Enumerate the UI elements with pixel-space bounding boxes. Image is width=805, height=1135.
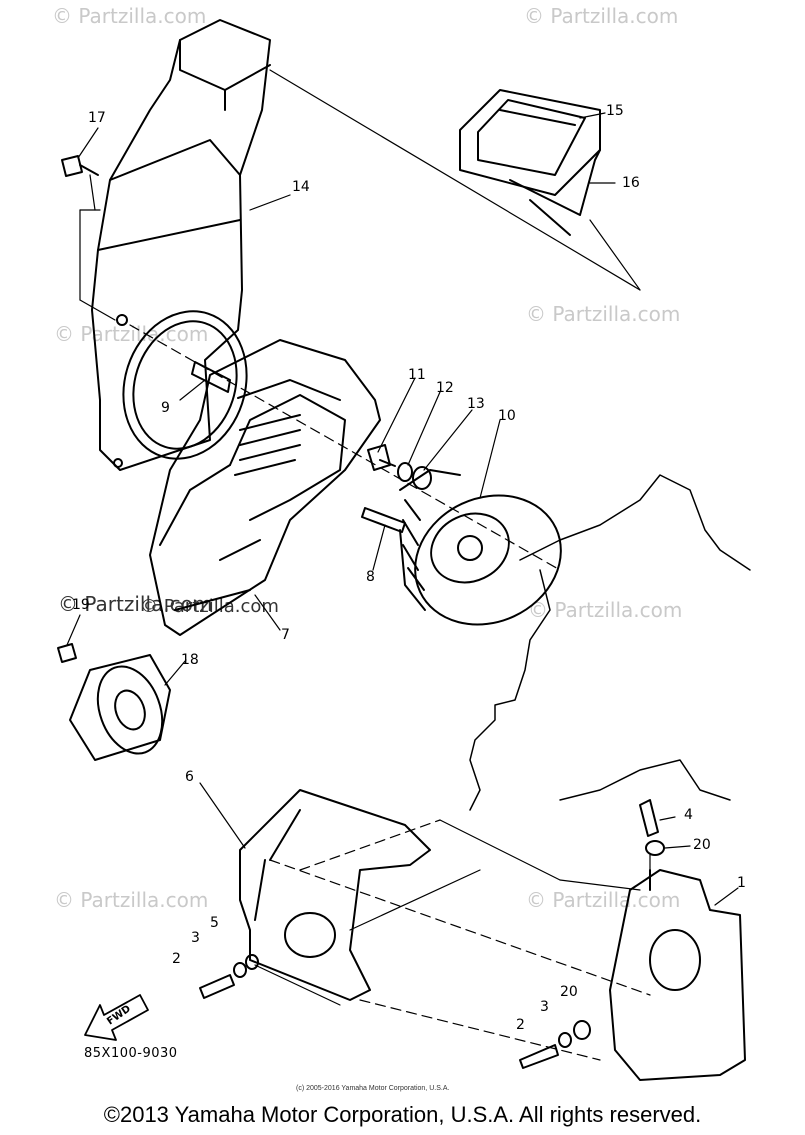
callout-19: 19 [72,597,90,613]
callout-18: 18 [181,652,199,668]
watermark: © Partzilla.com [52,4,207,28]
assembly-lines [79,69,651,1061]
callout-7: 7 [281,627,290,643]
bolt-fasteners [199,799,665,1069]
watermark: © Partzilla.com [58,592,213,616]
callout-2-left: 2 [172,951,181,967]
part-8-stud [361,507,406,533]
part-12-washer [397,462,413,482]
callout-9: 9 [161,400,170,416]
callout-17: 17 [88,110,106,126]
small-copyright: (c) 2005-2016 Yamaha Motor Corporation, … [296,1085,450,1092]
callout-16: 16 [622,175,640,191]
callout-3-left: 3 [191,930,200,946]
callout-14: 14 [292,179,310,195]
callout-6: 6 [185,769,194,785]
part-1-housing [609,869,746,1081]
part-14-air-shroud [91,19,271,471]
part-7-fan-housing [149,339,381,636]
watermark: © Partzilla.com [526,302,681,326]
watermark: © Partzilla.com [526,888,681,912]
callout-11: 11 [408,367,426,383]
part-16-band [509,149,601,236]
callout-8: 8 [366,569,375,585]
callout-12: 12 [436,380,454,396]
callout-3-right: 3 [540,999,549,1015]
part-13-washer [412,466,432,490]
callout-20-upper: 20 [693,837,711,853]
part-10-fan [399,469,562,626]
watermark: © Partzilla.com [524,4,679,28]
engine-outline [469,474,751,811]
part-9-collar [191,361,231,393]
part-6-bracket [239,789,431,1001]
callout-10: 10 [498,408,516,424]
fwd-arrow [84,994,149,1041]
watermark: © Partzilla.com [140,596,279,617]
watermark: © Partzilla.com [54,888,209,912]
callout-1: 1 [737,875,746,891]
part-17-screw [61,155,99,177]
callout-15: 15 [606,103,624,119]
part-11-bolt [367,444,396,471]
callout-4: 4 [684,807,693,823]
callout-5: 5 [210,915,219,931]
copyright-footer: ©2013 Yamaha Motor Corporation, U.S.A. A… [103,1102,702,1127]
watermark: © Partzilla.com [528,598,683,622]
callout-2-right: 2 [516,1017,525,1033]
callout-20-lower: 20 [560,984,578,1000]
callout-leaders [66,112,739,906]
part-19-screw [57,643,77,663]
diagram-code: 85X100-9030 [84,1046,178,1061]
part-18-guide [69,654,171,761]
callout-13: 13 [467,396,485,412]
part-15-inlet-cover [459,89,601,196]
